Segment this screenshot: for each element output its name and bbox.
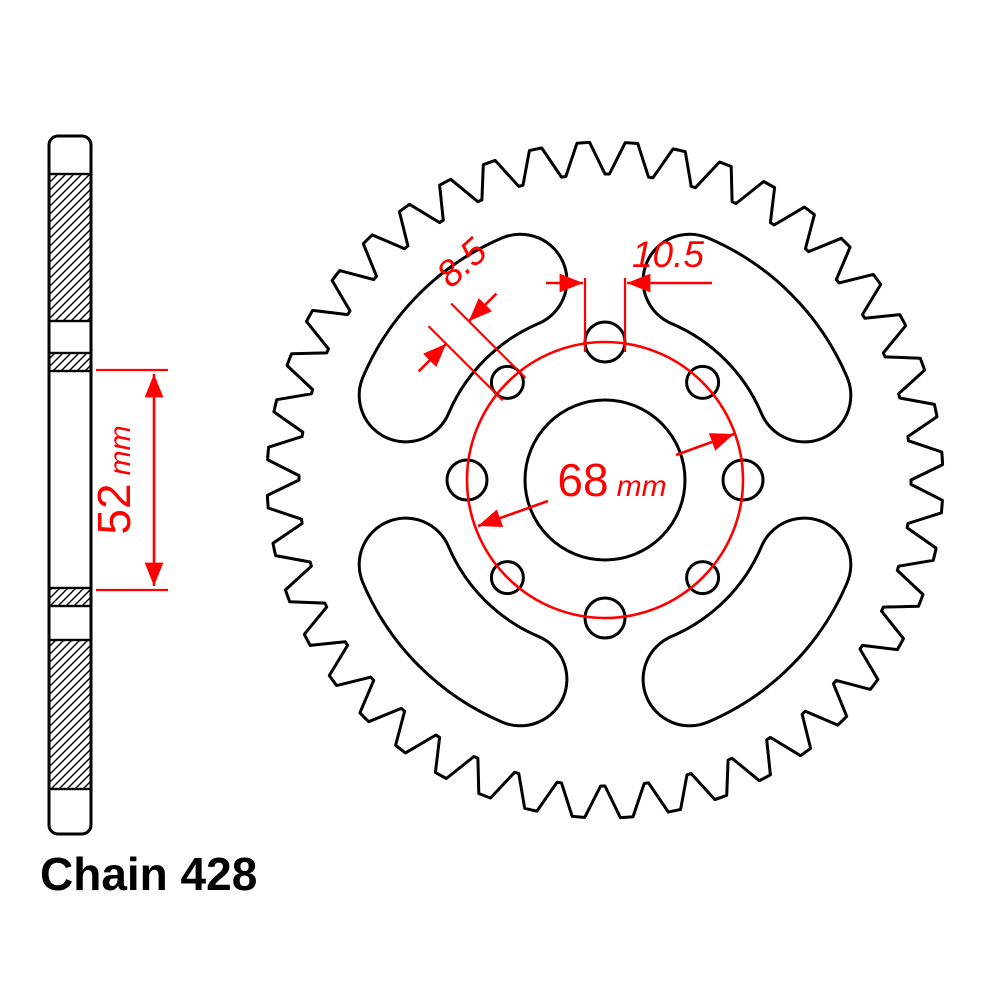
- center-bore: [523, 398, 687, 562]
- dim-line-68-right: [675, 432, 735, 457]
- ext-line-85-upper: [450, 302, 527, 379]
- bolt-circle-68mm: [465, 340, 745, 620]
- dimension-10-5: 10.5: [546, 234, 712, 352]
- chain-size-label: Chain 428: [40, 848, 257, 900]
- dim-arrow-85-upper: [467, 292, 498, 323]
- dim-line-68-left: [477, 499, 549, 528]
- side-hatch-hub-bottom: [47, 586, 93, 608]
- dim-arrow-85-lower: [417, 342, 448, 373]
- dimension-52mm: 52mm: [88, 368, 168, 592]
- dim-label-10-5: 10.5: [632, 234, 704, 275]
- side-hatch-hub-top: [47, 351, 93, 373]
- dim-label-52mm: 52mm: [88, 425, 140, 534]
- ext-line-85-lower: [427, 325, 504, 402]
- side-hatch-bottom: [47, 638, 93, 791]
- side-hatch-top: [47, 172, 93, 323]
- side-profile-view: [47, 134, 93, 836]
- sprocket-front-view: [265, 140, 945, 820]
- kidney-cutouts: [357, 232, 853, 728]
